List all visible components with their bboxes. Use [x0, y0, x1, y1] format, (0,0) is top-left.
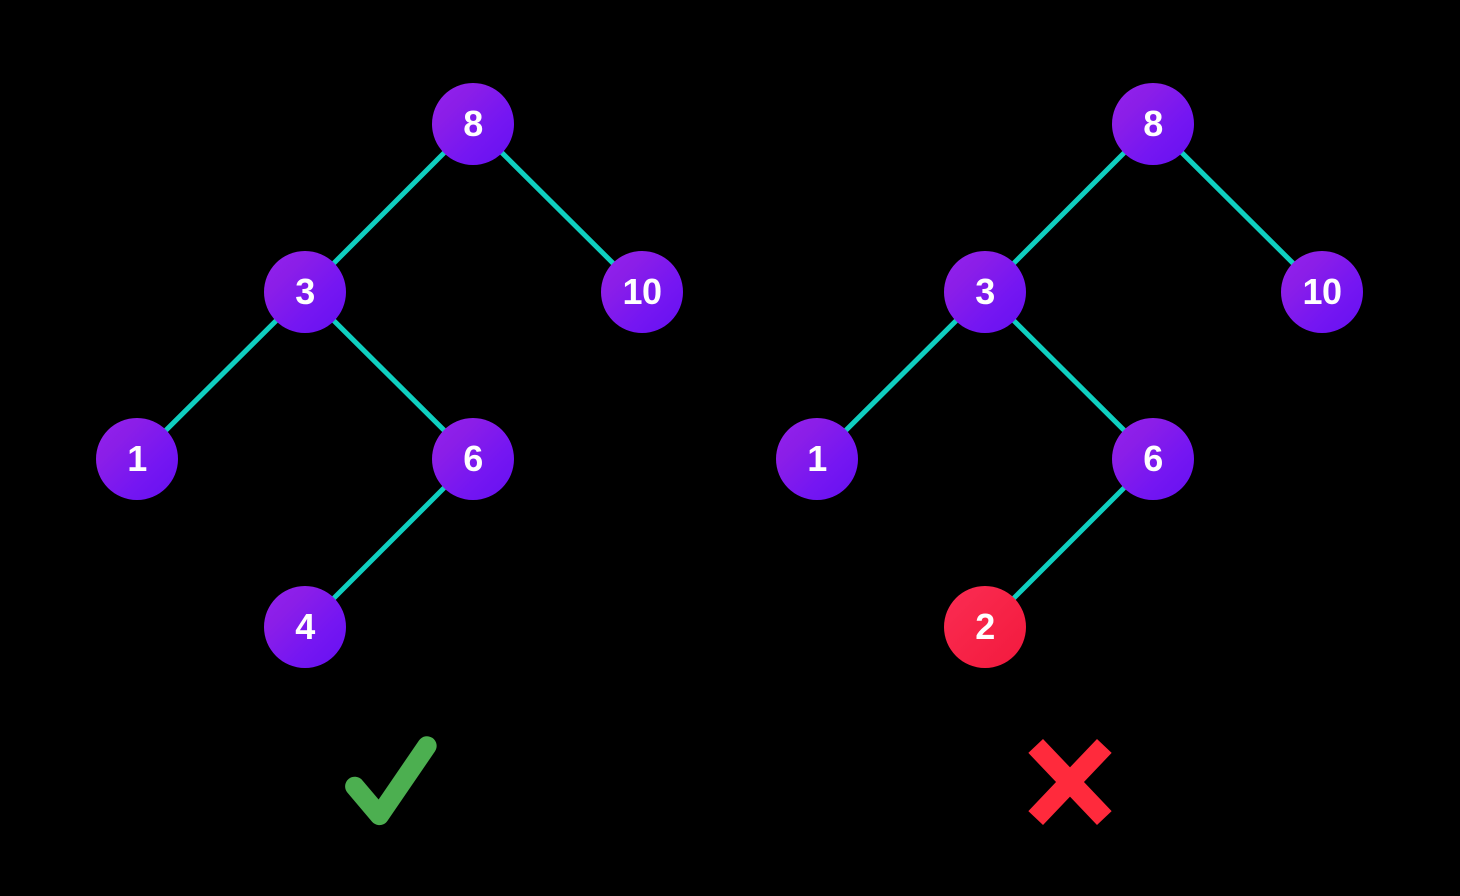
right-tree-edges	[842, 149, 1297, 602]
tree-node-8[interactable]: 8	[1112, 83, 1194, 165]
tree-node-label: 3	[975, 271, 995, 312]
tree-node-4[interactable]: 4	[264, 586, 346, 668]
tree-node-8[interactable]: 8	[432, 83, 514, 165]
check-icon	[345, 736, 437, 826]
tree-node-3[interactable]: 3	[264, 251, 346, 333]
tree-edge	[1178, 149, 1297, 267]
tree-node-2[interactable]: 2	[944, 586, 1026, 668]
tree-edge	[1010, 317, 1128, 434]
tree-node-label: 8	[463, 103, 483, 144]
tree-node-3[interactable]: 3	[944, 251, 1026, 333]
tree-edge	[330, 484, 448, 602]
tree-node-1[interactable]: 1	[776, 418, 858, 500]
tree-node-label: 4	[295, 606, 315, 647]
tree-edge	[1010, 149, 1128, 267]
tree-node-6[interactable]: 6	[432, 418, 514, 500]
tree-node-6[interactable]: 6	[1112, 418, 1194, 500]
tree-node-label: 1	[807, 438, 827, 479]
tree-edge	[1010, 484, 1128, 602]
tree-node-1[interactable]: 1	[96, 418, 178, 500]
tree-node-label: 8	[1143, 103, 1163, 144]
check-stroke	[345, 736, 437, 826]
tree-node-10[interactable]: 10	[1281, 251, 1363, 333]
tree-node-label: 2	[975, 606, 995, 647]
tree-edge	[330, 149, 448, 267]
tree-node-label: 6	[1143, 438, 1163, 479]
tree-node-label: 3	[295, 271, 315, 312]
tree-node-label: 10	[1302, 271, 1342, 312]
cross-icon	[1025, 738, 1115, 826]
tree-node-label: 6	[463, 438, 483, 479]
left-tree-edges	[162, 149, 617, 602]
tree-edge	[842, 317, 960, 434]
tree-edge	[162, 317, 280, 434]
tree-node-label: 1	[127, 438, 147, 479]
tree-node-10[interactable]: 10	[601, 251, 683, 333]
tree-node-label: 10	[622, 271, 662, 312]
tree-edge	[330, 317, 448, 434]
tree-edge	[498, 149, 617, 267]
cross-stroke	[1028, 738, 1112, 826]
